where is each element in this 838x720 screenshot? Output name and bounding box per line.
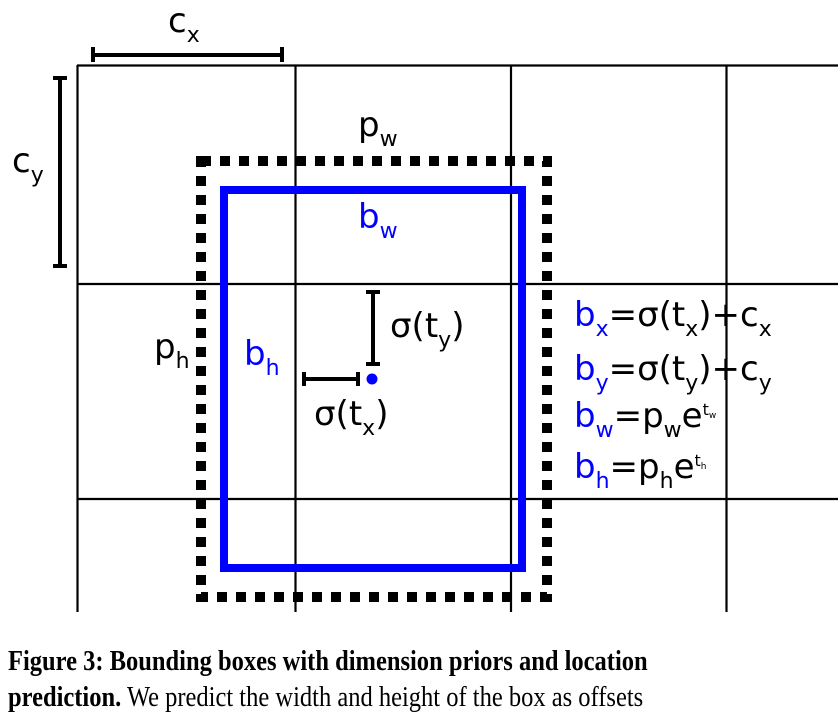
box-center-dot xyxy=(366,373,378,385)
equation-by: by=σ(ty)+cy xyxy=(574,349,772,396)
sigma-ty-bracket xyxy=(366,290,380,366)
caption-label: Figure 3: xyxy=(8,646,104,677)
equations: bx=σ(tx)+cx by=σ(ty)+cy bw=pwetw bh=phet… xyxy=(574,295,772,494)
cy-bracket xyxy=(53,76,67,268)
sigma-tx-bracket xyxy=(302,372,360,386)
cx-bracket xyxy=(91,47,284,62)
label-pw: pw xyxy=(358,105,398,152)
figure-caption: Figure 3: Bounding boxes with dimension … xyxy=(8,644,718,716)
label-cx: cx xyxy=(168,1,200,48)
equation-bw: bw=pwetw xyxy=(574,396,716,443)
caption-line-2: prediction. We predict the width and hei… xyxy=(8,680,718,716)
label-bh: bh xyxy=(244,334,280,381)
bounding-box-figure: cx cy pw ph bw bh σ(ty) σ(tx) bx=σ(tx)+c… xyxy=(12,1,838,612)
caption-title: Bounding boxes with dimension priors and… xyxy=(109,646,648,677)
equation-bh: bh=pheth xyxy=(574,447,707,494)
prior-box xyxy=(196,156,552,602)
label-bw: bw xyxy=(358,197,398,244)
label-ph: ph xyxy=(154,327,190,374)
equation-bx: bx=σ(tx)+cx xyxy=(574,295,772,342)
label-cy: cy xyxy=(12,141,44,188)
caption-body: We predict the width and height of the b… xyxy=(126,682,644,713)
predicted-box xyxy=(220,186,526,572)
caption-title-cont: prediction. xyxy=(8,682,122,713)
label-sigma-ty: σ(ty) xyxy=(390,306,464,353)
caption-line-1: Figure 3: Bounding boxes with dimension … xyxy=(8,644,718,680)
label-sigma-tx: σ(tx) xyxy=(314,394,388,441)
